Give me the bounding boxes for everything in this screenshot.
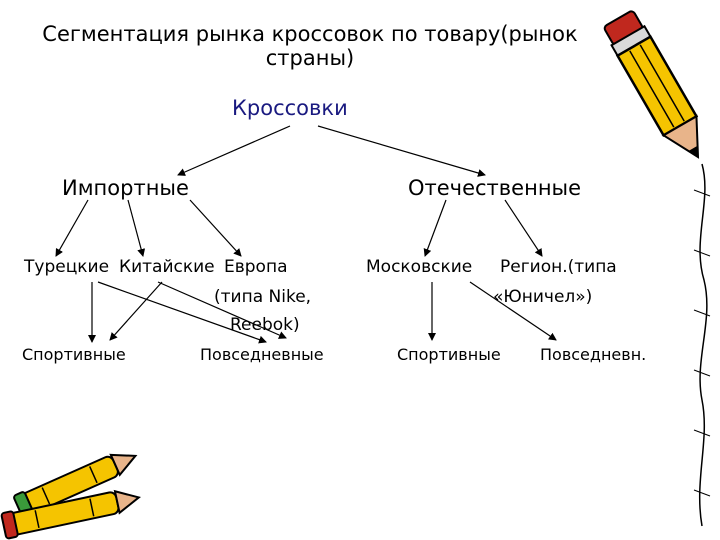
node-europe-note-2: Reebok) xyxy=(230,315,300,335)
node-moscow: Московские xyxy=(366,257,473,277)
node-sport-left: Спортивные xyxy=(22,345,126,364)
arrow-domestic-moscow xyxy=(423,199,447,257)
border-decoration xyxy=(693,163,711,527)
node-regional: Регион.(типа xyxy=(500,257,617,277)
node-turkish: Турецкие xyxy=(24,257,110,277)
node-imported: Импортные xyxy=(62,176,189,200)
node-domestic: Отечественные xyxy=(408,176,582,200)
arrow-root-imported xyxy=(177,125,291,176)
arrow-imported-chinese xyxy=(127,199,146,257)
arrow-domestic-regional xyxy=(504,199,543,257)
node-sneakers: Кроссовки xyxy=(232,96,348,120)
crayon-icon xyxy=(0,453,141,540)
arrow-imported-europe xyxy=(189,199,242,257)
arrow-chinese-casual xyxy=(109,281,163,341)
pencil-icon xyxy=(603,10,700,159)
node-casual-right: Повседневн. xyxy=(540,345,647,364)
node-europe: Европа xyxy=(224,257,288,277)
node-europe-note-1: (типа Nike, xyxy=(214,287,312,307)
node-sport-right: Спортивные xyxy=(397,345,501,364)
arrow-imported-turkish xyxy=(55,199,89,257)
arrow-moscow-casual xyxy=(469,281,557,341)
node-casual-left: Повседневные xyxy=(200,345,324,364)
node-chinese: Китайские xyxy=(119,257,215,277)
arrow-root-domestic xyxy=(317,125,486,177)
page-title: Сегментация рынка кроссовок по товару(ры… xyxy=(0,22,620,70)
arrow-turkish-casual xyxy=(97,281,267,344)
node-regional-note: «Юничел») xyxy=(493,287,593,307)
arrow-europe-casual xyxy=(157,281,287,339)
title-line-1: Сегментация рынка кроссовок по товару(ры… xyxy=(42,22,578,46)
title-line-2: страны) xyxy=(265,46,355,71)
